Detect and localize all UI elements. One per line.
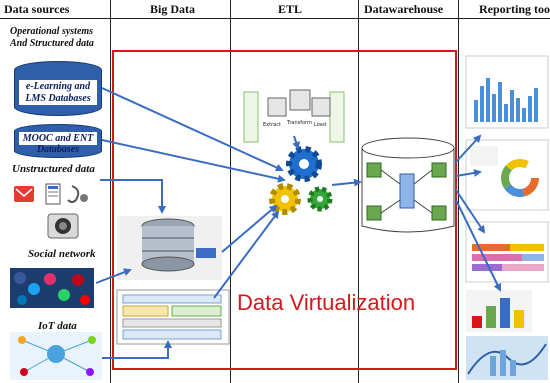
- gear-icon: [307, 186, 333, 212]
- etl-transform-label: Transform: [286, 120, 312, 126]
- etl-process-panel: [236, 84, 354, 154]
- operational-label-line1: Operational systems: [10, 26, 94, 37]
- datawarehouse-store: [361, 137, 455, 233]
- report-bar-chart-thumbnail: [465, 55, 549, 129]
- column-title-data-sources: Data sources: [4, 2, 70, 16]
- arrow-gears-to-datawarehouse: [331, 178, 362, 187]
- data-virtualization-frame: [112, 50, 457, 370]
- email-icon: [14, 186, 34, 202]
- arrow-mooc-to-etl: [101, 139, 286, 183]
- column-divider-3: [358, 0, 359, 383]
- arrow-dw-to-donut: [455, 169, 482, 177]
- operational-label-line2: And Structured data: [10, 38, 94, 49]
- column-title-datawarehouse: Datawarehouse: [364, 2, 444, 16]
- document-icon: [45, 183, 61, 205]
- audio-icon: [67, 185, 88, 203]
- elearning-database: e-Learning and LMS Databases: [14, 61, 102, 116]
- gear-icon: [269, 183, 301, 215]
- social-network-icons: [10, 268, 94, 308]
- arrow-etlpanel-to-gears: [292, 135, 300, 150]
- arrow-elearning-to-etl: [101, 87, 284, 172]
- report-3d-chart-thumbnail: [466, 290, 532, 332]
- unstructured-data-label: Unstructured data: [12, 163, 95, 175]
- arrow-iot-to-bigdata: [102, 340, 172, 359]
- column-divider-1: [110, 0, 111, 383]
- column-divider-4: [458, 0, 459, 383]
- gear-icon: [286, 146, 322, 182]
- iot-data-label: IoT data: [38, 320, 77, 332]
- mooc-database-line2: Databases: [36, 144, 80, 155]
- etl-extract-label: Extract: [263, 122, 281, 128]
- flow-arrows: [95, 87, 501, 359]
- arrow-hadoop-to-etl: [213, 210, 280, 299]
- report-donut-chart-thumbnail: [465, 139, 549, 211]
- header-divider: [0, 18, 550, 19]
- data-virtualization-label: Data Virtualization: [237, 290, 416, 315]
- arrow-social-to-bigdata: [95, 268, 132, 284]
- arrow-dw-to-stackedbar: [455, 189, 486, 234]
- elearning-database-line1: e-Learning and: [19, 80, 97, 93]
- iot-network-image: [10, 332, 102, 380]
- arrow-bigdata-to-etl: [221, 204, 278, 253]
- etl-load-label: Load: [314, 122, 326, 128]
- elearning-database-line2: LMS Databases: [19, 92, 97, 105]
- mooc-database: MOOC and ENT Databases: [14, 124, 102, 158]
- report-analytics-thumbnail: [466, 336, 548, 380]
- arrow-dw-to-3dchart: [455, 199, 501, 292]
- mooc-database-line1: MOOC and ENT: [19, 132, 97, 145]
- arrow-unstructured-to-bigdata: [100, 179, 166, 214]
- column-title-big-data: Big Data: [150, 2, 195, 16]
- report-stacked-bar-thumbnail: [465, 221, 549, 283]
- column-title-reporting: Reporting tool: [479, 2, 550, 16]
- hadoop-ecosystem-image: [116, 289, 230, 345]
- big-data-server-image: [117, 216, 222, 280]
- column-title-etl: ETL: [278, 2, 303, 16]
- arrow-dw-to-barchart: [455, 134, 482, 163]
- video-camera-icon: [47, 213, 79, 239]
- social-network-label: Social network: [28, 248, 96, 260]
- column-divider-2: [230, 0, 231, 383]
